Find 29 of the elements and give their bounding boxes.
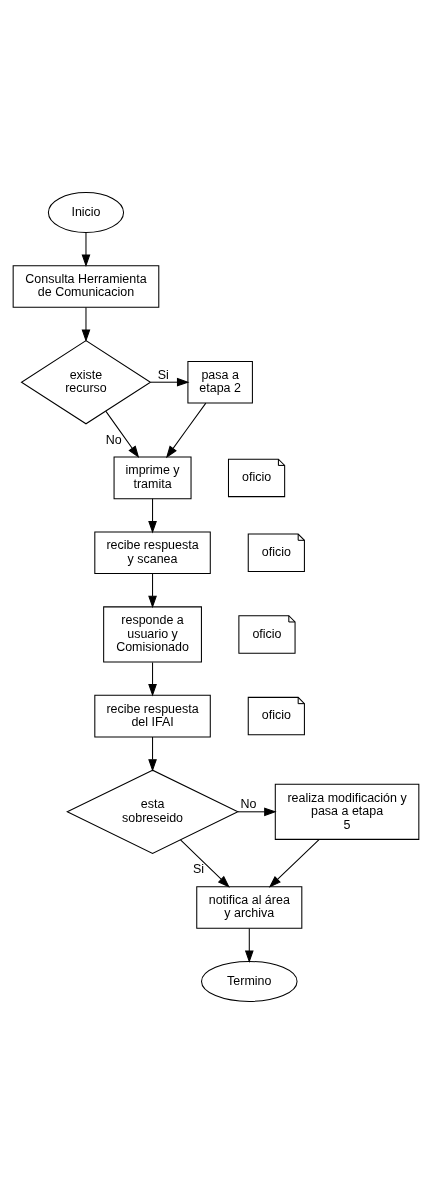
edge-label: No (239, 796, 256, 811)
arrow (165, 402, 206, 458)
arrow (179, 838, 230, 888)
node-box: realiza modificación y pasa a etapa 5 (274, 783, 419, 840)
arrow (147, 661, 157, 696)
arrow (147, 497, 157, 533)
node-box: pasa a etapa 2 (186, 360, 253, 404)
arrow (237, 806, 277, 816)
edge-label: No (105, 432, 122, 447)
node-box: Consulta Herramienta de Comunicacion (12, 264, 159, 308)
node-ellipse: Termino (200, 960, 298, 1002)
node-box: imprime y tramita (113, 456, 192, 499)
edge-label: Si (157, 367, 169, 382)
node-ellipse: Inicio (47, 191, 124, 233)
node-diamond: existe recurso (20, 339, 151, 424)
node-box: recibe respuesta del IFAI (93, 694, 211, 737)
edge-label: Si (192, 861, 204, 876)
arrow (149, 377, 189, 387)
arrow (147, 572, 157, 608)
node-box: recibe respuesta y scanea (93, 530, 211, 574)
arrow (268, 838, 320, 888)
arrow (147, 736, 157, 772)
arrow (244, 927, 254, 963)
arrow (81, 306, 90, 342)
node-box: notifica al área y archiva (195, 885, 302, 929)
arrow (104, 410, 139, 458)
node-diamond: esta sobreseido (65, 769, 239, 854)
arrow (81, 231, 90, 267)
node-box: responde a usuario y Comisionado (102, 605, 202, 663)
